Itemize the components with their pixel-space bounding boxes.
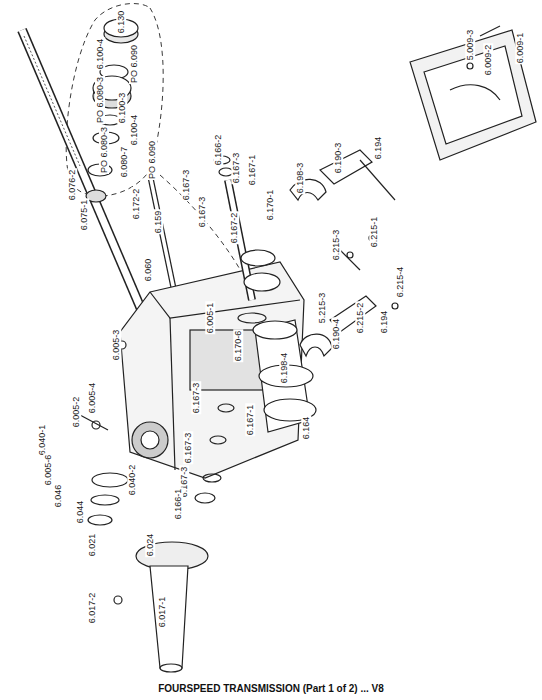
callout-number: 6.172-2: [131, 188, 141, 221]
callout-number: 6.005-4: [87, 382, 97, 415]
callout-number: PO 6.080-3: [99, 126, 109, 174]
callout-number: 6.215-4: [395, 266, 405, 299]
callout-number: 6.005-2: [71, 396, 81, 429]
callout-number: 6.164: [301, 416, 311, 441]
callout-number: 6.017-1: [157, 596, 167, 629]
callout-number: 6.167-3: [181, 169, 191, 202]
callout-number: 6.044: [75, 500, 85, 525]
callout-number: 6.080-7: [119, 146, 129, 179]
callout-number: 6.194: [373, 136, 383, 161]
callout-number: 6.194: [379, 310, 389, 335]
callout-number: 6.167-1: [247, 154, 257, 187]
callout-number: 6.130: [116, 10, 126, 35]
callout-number: 6.005-6: [43, 454, 53, 487]
callout-number: 5.215-3: [317, 292, 327, 325]
callout-number: 6.009-2: [483, 44, 493, 77]
callout-number: 6.005-3: [111, 329, 121, 362]
callout-number: PO 6.090: [147, 140, 157, 180]
callout-number: 6.159: [153, 210, 163, 235]
callout-number: 6.215-1: [369, 216, 379, 249]
callout-number: 6.167-3: [183, 432, 193, 465]
callout-number: 6.100-4: [95, 38, 105, 71]
callout-number: 6.021: [87, 533, 97, 558]
callout-number: 6.017-2: [87, 592, 97, 625]
callout-number: 6.100-4: [129, 114, 139, 147]
callout-number: PO 6.080-3: [95, 76, 105, 124]
callout-number: 6.024: [145, 533, 155, 558]
callout-number: 6.167-3: [191, 382, 201, 415]
callout-number: 6.167-3: [231, 152, 241, 185]
callout-number: 6.040-2: [127, 464, 137, 497]
callout-number: 5.009-3: [465, 29, 475, 62]
callout-number: 6.167-3: [197, 196, 207, 229]
callout-number: 6.170-1: [265, 189, 275, 222]
callout-number: 6.075-1: [79, 199, 89, 232]
callout-number: PO 6.090: [129, 44, 139, 84]
callout-number: 6.040-1: [37, 424, 47, 457]
callout-number: 6.100-3: [117, 92, 127, 125]
callout-number: 6.190-3: [333, 142, 343, 175]
callout-number: 6.167-1: [245, 404, 255, 437]
callout-number: 6.190-4: [331, 318, 341, 351]
figure-caption: FOURSPEED TRANSMISSION (Part 1 of 2) ...…: [158, 683, 384, 694]
callout-number: 6.198-4: [279, 352, 289, 385]
callout-number: 6.009-1: [515, 32, 525, 65]
callout-number: 6.215-2: [355, 302, 365, 335]
callout-number: 6.060: [143, 258, 153, 283]
callout-number: 6.046: [53, 484, 63, 509]
callout-number: 6.198-3: [295, 162, 305, 195]
callout-number: 6.166-2: [213, 134, 223, 167]
callout-number: 6.076-2: [67, 169, 77, 202]
callout-number: 6.166-1: [173, 488, 183, 521]
callout-number: 6.215-3: [331, 229, 341, 262]
callout-number: 6.170-6: [233, 330, 243, 363]
callout-number: 6.005-1: [205, 302, 215, 335]
callout-number: 6.167-2: [229, 212, 239, 245]
